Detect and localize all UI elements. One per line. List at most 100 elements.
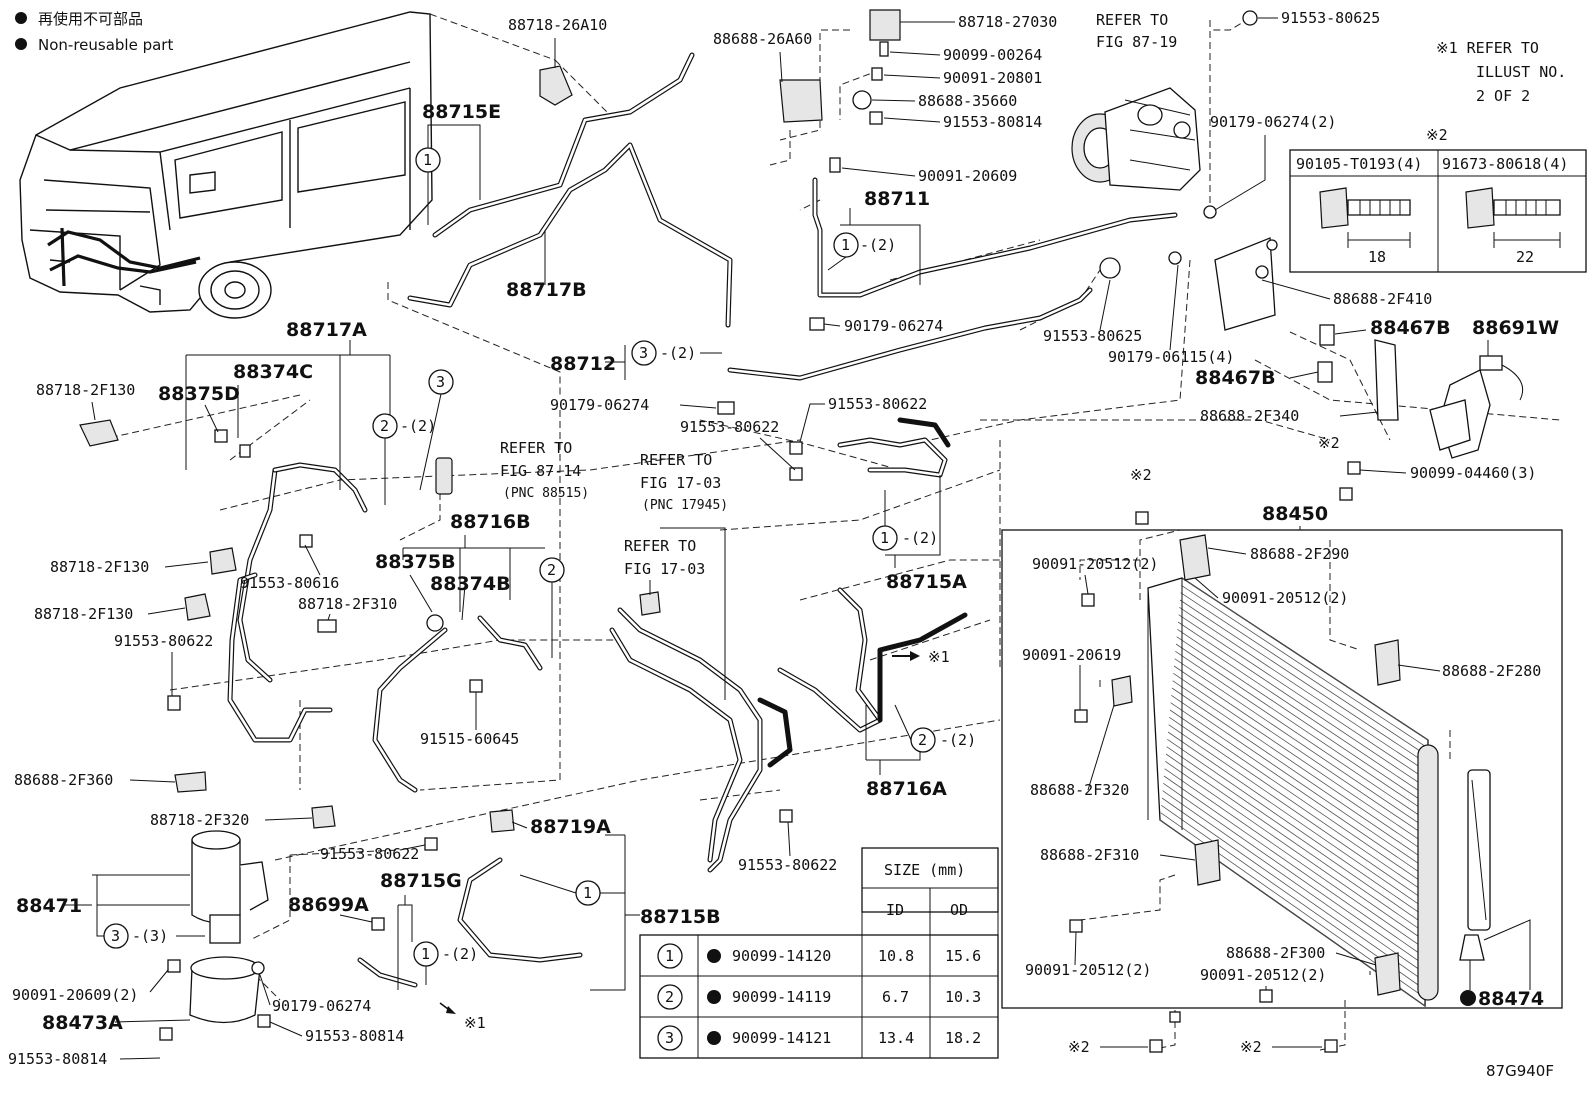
part-label: 88688-35660: [918, 92, 1017, 110]
part-label: 90091-20609(2): [12, 986, 138, 1004]
svg-text:-(3): -(3): [132, 927, 168, 945]
part-label: 88467B: [1195, 367, 1276, 389]
o-ring-callout: 1 -(2): [827, 232, 896, 271]
size-row-number: 2: [665, 988, 674, 1006]
part-label: 90091-20512(2): [1025, 961, 1151, 979]
o-ring-size-table: SIZE (mm) ID OD 1 90099-14120 10.8 15.6 …: [639, 847, 999, 1059]
refer-compressor-line1: REFER TO: [1096, 11, 1168, 29]
part-label: 88450: [1262, 503, 1328, 525]
part-label: 88688-2F300: [1226, 944, 1325, 962]
size-row-part: 90099-14119: [732, 988, 831, 1006]
size-row-number: 3: [665, 1029, 674, 1047]
part-label: 88467B: [1370, 317, 1451, 339]
part-label: 88717A: [286, 319, 367, 341]
bolt-detail-table: ※2 90105-T0193(4) 91673-80618(4) 18 22: [1289, 126, 1587, 273]
non-reusable-bullet-icon: [1460, 990, 1476, 1006]
part-label: 90179-06115(4): [1108, 348, 1234, 366]
size-row-id: 10.8: [878, 947, 914, 965]
svg-text:2: 2: [380, 417, 389, 435]
refer-1703b-line2: FIG 17-03: [624, 560, 705, 578]
part-label: 88711: [864, 188, 930, 210]
o-ring-callout: 1 -(2): [872, 490, 938, 551]
part-label: 88688-2F410: [1333, 290, 1432, 308]
pressure-switch-and-brackets: [1214, 237, 1524, 459]
ref-mark-1: ※1: [928, 648, 950, 666]
o-ring-callout: 3 -(3): [103, 923, 205, 949]
part-label: 91553-80622: [680, 418, 779, 436]
part-label: 88718-2F310: [298, 595, 397, 613]
part-label: 88718-2F130: [34, 605, 133, 623]
bolt-table-col2-part: 91673-80618(4): [1442, 155, 1568, 173]
refer-1703b-line1: REFER TO: [624, 537, 696, 555]
part-label: 91553-80622: [114, 632, 213, 650]
o-ring-callout: 2 -(2): [894, 704, 976, 753]
reference-marks: ※1 ※1 ※2 ※2 ※2 ※2: [439, 434, 1340, 1056]
ref-mark-1: ※1: [464, 1014, 486, 1032]
part-label: 90179-06274(2): [1210, 113, 1336, 131]
part-label: 88688-2F360: [14, 771, 113, 789]
part-label: 88691W: [1472, 317, 1559, 339]
brackets-and-bolts: [79, 9, 1401, 1053]
svg-text:-(2): -(2): [860, 236, 896, 254]
o-ring-callout: 1: [519, 874, 601, 906]
part-label: 90091-20801: [943, 69, 1042, 87]
part-label: 90179-06274: [550, 396, 649, 414]
refer-compressor-line2: FIG 87-19: [1096, 33, 1177, 51]
part-label: 90091-20512(2): [1032, 555, 1158, 573]
size-table-row: 3 90099-14121 13.4 18.2: [657, 1025, 981, 1051]
part-label: 91515-60645: [420, 730, 519, 748]
size-table-id-header: ID: [886, 901, 904, 919]
part-label: 88688-26A60: [713, 30, 812, 48]
note-line1: ※1 REFER TO: [1436, 39, 1539, 57]
refer-1703a-line1: REFER TO: [640, 451, 712, 469]
size-row-id: 6.7: [882, 988, 909, 1006]
part-label: 90091-20619: [1022, 646, 1121, 664]
part-label: 88375D: [158, 383, 240, 405]
van-ac-piping-highlight: [47, 227, 201, 287]
refer-valve-line3: (PNC 88515): [503, 486, 589, 501]
svg-text:1: 1: [423, 151, 432, 169]
part-label: 88715G: [380, 870, 462, 892]
bolt-table-mark: ※2: [1426, 126, 1448, 144]
legend: 再使用不可部品 Non-reusable part: [15, 10, 173, 54]
svg-text:2: 2: [918, 731, 927, 749]
part-label: 88374C: [233, 361, 313, 383]
part-label: 88716A: [866, 778, 947, 800]
legend-english: Non-reusable part: [38, 36, 173, 54]
size-table-row: 1 90099-14120 10.8 15.6: [657, 943, 981, 969]
part-label: 90179-06274: [272, 997, 371, 1015]
arrow-down-right-icon: [446, 1006, 456, 1014]
part-label: 91553-80622: [738, 856, 837, 874]
note-line3: 2 OF 2: [1476, 87, 1530, 105]
o-ring-callout: 3: [419, 369, 454, 491]
part-label: 91553-80616: [240, 574, 339, 592]
part-label: 91553-80814: [8, 1050, 107, 1068]
size-row-od: 10.3: [945, 988, 981, 1006]
size-row-number: 1: [665, 947, 674, 965]
size-row-od: 18.2: [945, 1029, 981, 1047]
part-label: 88717B: [506, 279, 587, 301]
leader-lines: [62, 124, 941, 991]
part-label: 90099-00264: [943, 46, 1042, 64]
part-label: 88718-2F320: [150, 811, 249, 829]
part-label: 91553-80625: [1043, 327, 1142, 345]
size-row-od: 15.6: [945, 947, 981, 965]
o-ring-callouts: 1 1 -(2) 3 -(2) 2 -(2) 3 2: [103, 147, 976, 985]
legend-japanese: 再使用不可部品: [38, 10, 143, 28]
dashed-guide-lines: [99, 13, 1561, 1051]
condenser-assembly: [1001, 529, 1563, 1009]
o-ring-callout: 3 -(2): [631, 340, 722, 366]
ref-mark-2: ※2: [1240, 1038, 1262, 1056]
size-table-od-header: OD: [950, 901, 968, 919]
ref-mark-2: ※2: [1068, 1038, 1090, 1056]
svg-text:3: 3: [111, 927, 120, 945]
part-label: 88374B: [430, 573, 511, 595]
size-row-id: 13.4: [878, 1029, 914, 1047]
refer-notes: REFER TO FIG 87-19 REFER TO FIG 87-14 (P…: [500, 11, 1566, 700]
refrigerant-pipes: [227, 52, 1178, 988]
part-label: 88471: [16, 895, 82, 917]
compressor: [1071, 87, 1201, 191]
van-illustration: [19, 11, 433, 319]
size-table-title: SIZE (mm): [884, 861, 965, 879]
non-reusable-bullet-icon: [15, 12, 27, 24]
